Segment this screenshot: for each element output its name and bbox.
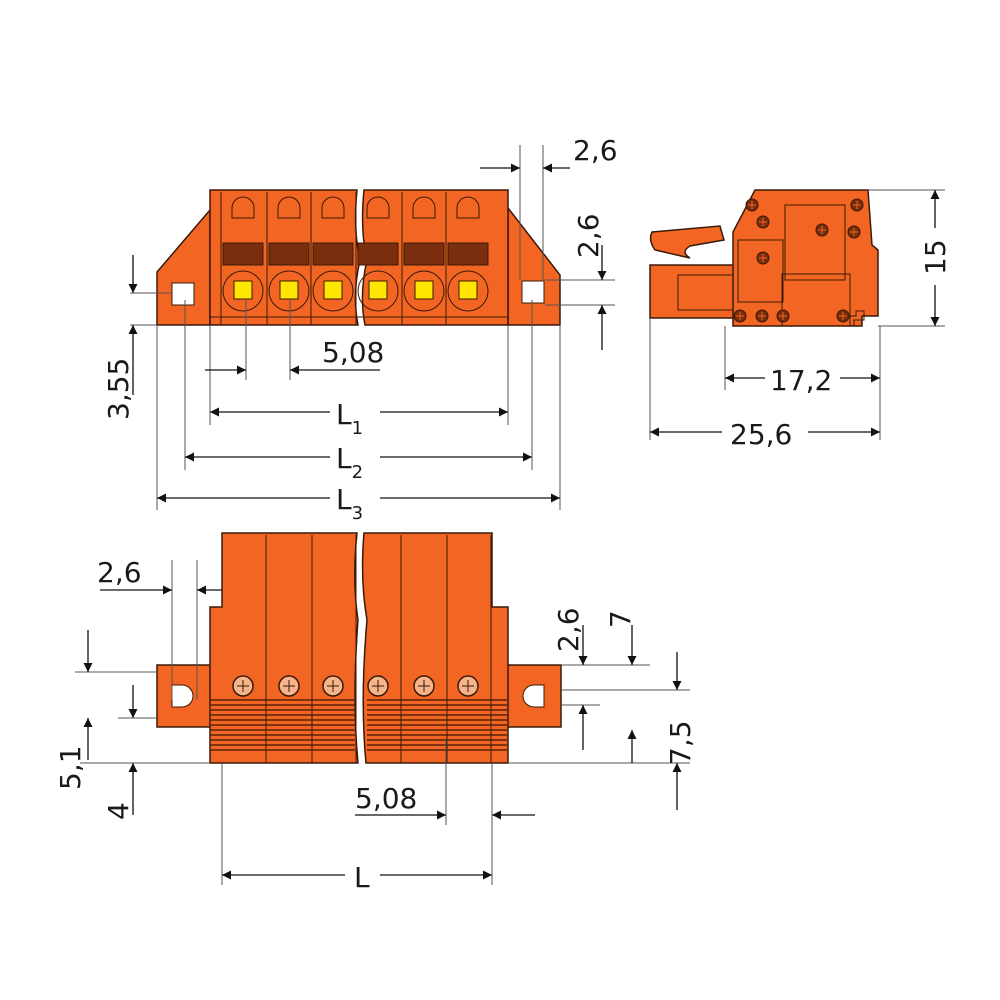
dim-flange-offset: 2,6 <box>97 556 142 589</box>
right-flange <box>507 205 561 326</box>
dim-hole-height: 3,55 <box>102 358 135 420</box>
pole <box>401 192 445 325</box>
clamp-window <box>357 242 399 266</box>
marker-slot <box>412 196 436 219</box>
bottom-housing-left <box>209 532 359 764</box>
pole <box>220 192 264 325</box>
mounting-hole-right <box>521 280 545 304</box>
side-housing <box>732 189 879 327</box>
dim-L3: L3 <box>336 483 363 524</box>
screw-group <box>733 198 864 323</box>
contact-opening <box>323 280 343 300</box>
dim-depth-17-2: 17,2 <box>770 364 832 397</box>
bottom-view <box>156 532 562 764</box>
dim-height-right: 2,6 <box>572 213 605 258</box>
top-view-dimensions: 2,6 2,6 3,55 5,08 L1 L2 L3 <box>102 134 618 524</box>
clamp-window <box>403 242 445 266</box>
grip-ribs <box>211 699 507 751</box>
contact-opening <box>414 280 434 300</box>
marker-slot <box>321 196 345 219</box>
contact-opening <box>458 280 478 300</box>
top-view <box>156 189 561 326</box>
dim-pitch-top: 5,08 <box>322 336 384 369</box>
dim-pitch-bottom: 5,08 <box>355 782 417 815</box>
side-view-dimensions: 15 17,2 25,6 <box>649 189 952 451</box>
release-lever <box>649 225 725 259</box>
dim-five-one: 5,1 <box>54 745 87 790</box>
dim-L1: L1 <box>336 398 363 439</box>
side-view <box>649 189 879 327</box>
clamp-window <box>222 242 264 266</box>
pole-group <box>220 192 489 325</box>
dim-depth-25-6: 25,6 <box>730 418 792 451</box>
dim-screw-offset: 2,6 <box>552 607 585 652</box>
left-flange <box>156 207 211 326</box>
screw-row <box>232 535 492 763</box>
dim-height-15: 15 <box>919 239 952 275</box>
dim-L: L <box>354 861 370 894</box>
marker-slot <box>231 196 255 219</box>
bottom-view-dimensions: 2,6 2,6 7 7,5 5,1 4 5,08 L <box>54 556 697 894</box>
contact-opening <box>279 280 299 300</box>
marker-slot <box>366 196 390 219</box>
clamp-window <box>447 242 489 266</box>
dim-seven: 7 <box>604 610 637 628</box>
marker-slot <box>277 196 301 219</box>
bottom-housing-right <box>361 532 509 764</box>
tab-hole-right <box>522 684 545 708</box>
pole <box>355 192 399 325</box>
tab-hole-left <box>171 684 194 708</box>
dim-four: 4 <box>102 802 135 820</box>
marker-slot <box>456 196 480 219</box>
pole <box>310 192 354 325</box>
pole <box>266 192 310 325</box>
dim-seven-five: 7,5 <box>664 720 697 765</box>
dim-offset-right: 2,6 <box>573 134 618 167</box>
dim-L2: L2 <box>336 442 363 483</box>
clamp-window <box>268 242 310 266</box>
contact-opening <box>368 280 388 300</box>
contact-opening <box>233 280 253 300</box>
plug-extension <box>649 264 736 319</box>
pole <box>445 192 489 325</box>
mounting-hole-left <box>171 282 195 306</box>
clamp-window <box>312 242 354 266</box>
